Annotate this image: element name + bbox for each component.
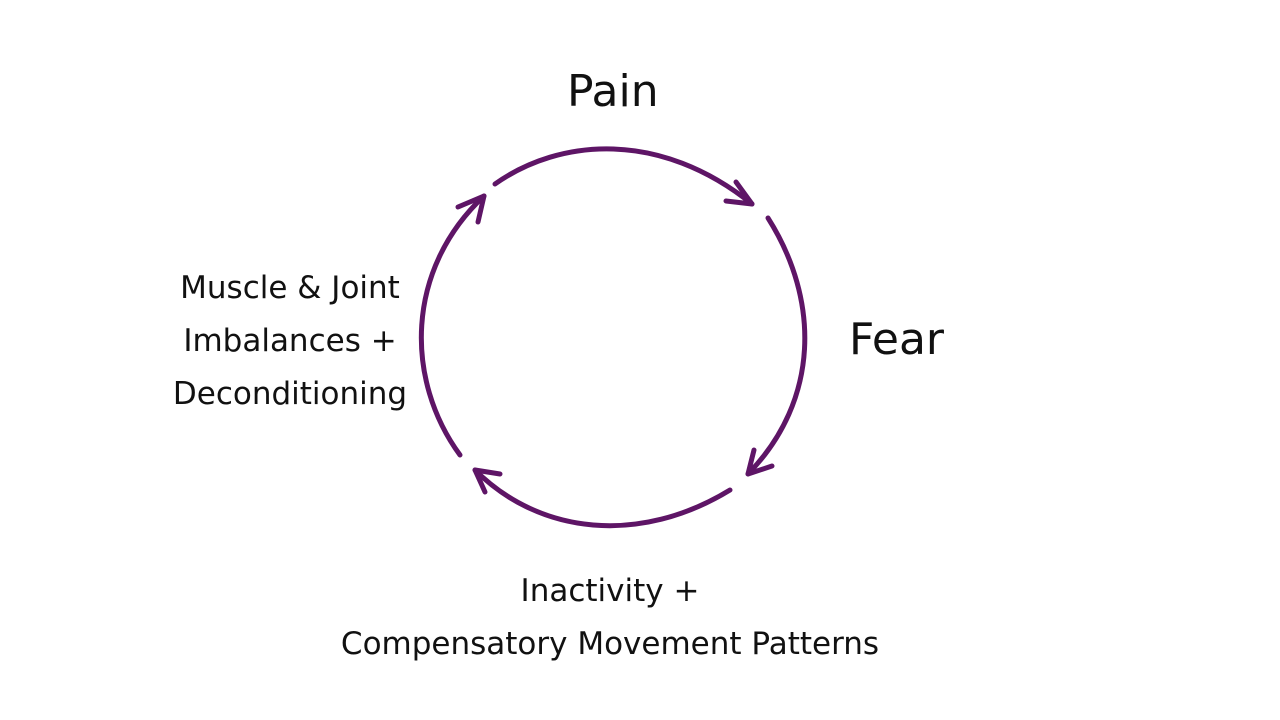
node-pain: Pain — [567, 66, 659, 117]
arrow-pain-to-fear — [492, 146, 755, 207]
node-muscle-line-3: Deconditioning — [172, 376, 408, 412]
node-muscle-line-2: Imbalances + — [183, 323, 397, 359]
arrow-inactivity-to-muscle — [472, 467, 733, 529]
node-inactivity: Inactivity + Compensatory Movement Patte… — [340, 565, 880, 671]
arrowhead-inactivity-to-muscle — [472, 467, 503, 495]
node-inactivity-line-1: Inactivity + — [520, 573, 700, 609]
node-inactivity-line-2: Compensatory Movement Patterns — [340, 626, 880, 662]
arrowhead-muscle-to-pain — [455, 193, 487, 225]
arrowhead-pain-to-fear — [723, 179, 755, 207]
node-muscle-joint: Muscle & Joint Imbalances + Deconditioni… — [160, 262, 420, 421]
arrow-fear-to-inactivity — [745, 215, 808, 477]
node-fear: Fear — [849, 314, 945, 365]
arrowhead-fear-to-inactivity — [745, 447, 775, 477]
node-muscle-line-1: Muscle & Joint — [180, 270, 400, 306]
arrow-muscle-to-pain — [418, 193, 487, 458]
